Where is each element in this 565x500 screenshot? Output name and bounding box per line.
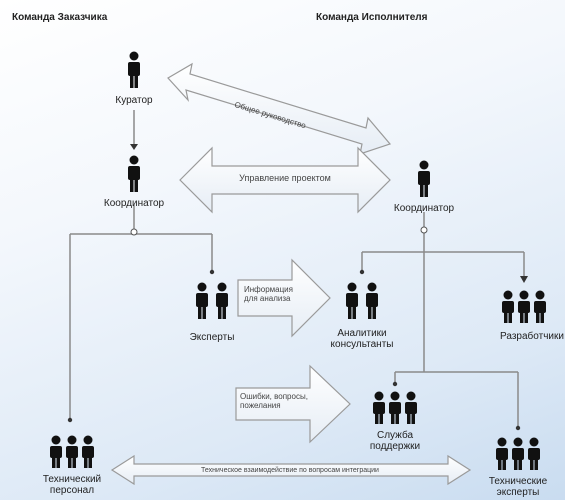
experts-dot (209, 269, 215, 275)
contractor-coordinator-label: Координатор (393, 203, 455, 214)
support-label: Служба поддержки (369, 430, 421, 452)
developers-arrowhead (520, 276, 528, 283)
support-people-icon (373, 391, 417, 424)
connector-markers (67, 144, 528, 431)
tech-staff-people-icon (50, 435, 94, 468)
customer-team-header: Команда Заказчика (12, 12, 108, 23)
tech-interaction-text: Техническое взаимодействие по вопросам и… (201, 467, 379, 474)
tech-experts-people-icon (496, 437, 540, 470)
experts-people-icon (196, 282, 228, 319)
bugs-requests-arrow (235, 364, 351, 444)
people-icons (50, 51, 546, 470)
tech-staff-label: Технический персонал (42, 474, 102, 496)
contractor-coordinator-person-icon (418, 160, 430, 197)
curator-label: Куратор (115, 95, 153, 106)
contractor-team-header: Команда Исполнителя (316, 12, 428, 23)
block-arrows (110, 62, 472, 486)
connector-lines (69, 110, 525, 428)
curator-person-icon (128, 51, 140, 88)
customer-coordinator-label: Координатор (103, 198, 165, 209)
analysts-dot (359, 269, 365, 275)
tech-experts-dot (515, 425, 521, 431)
curator-arrowhead (130, 144, 138, 150)
process-management-arrow (179, 146, 391, 214)
tech-interaction-arrow (110, 454, 472, 486)
developers-people-icon (502, 290, 546, 323)
curator-link-arrow (167, 62, 392, 155)
techstaff-dot (67, 417, 73, 423)
info-transfer-arrow (237, 258, 331, 338)
developers-label: Разработчики (500, 331, 564, 342)
info-transfer-text: Информация для анализа (244, 285, 293, 303)
support-dot (392, 381, 398, 387)
tech-experts-label: Технические эксперты (488, 476, 548, 498)
analysts-label: Аналитики консультанты (330, 328, 394, 350)
branch-node-contractor (420, 226, 428, 234)
customer-coordinator-person-icon (128, 155, 140, 192)
bugs-requests-text: Ошибки, вопросы, пожелания (240, 392, 308, 410)
process-management-text: Управление проектом (239, 173, 331, 183)
analysts-people-icon (346, 282, 378, 319)
branch-node (130, 228, 138, 236)
experts-label: Эксперты (189, 332, 235, 343)
